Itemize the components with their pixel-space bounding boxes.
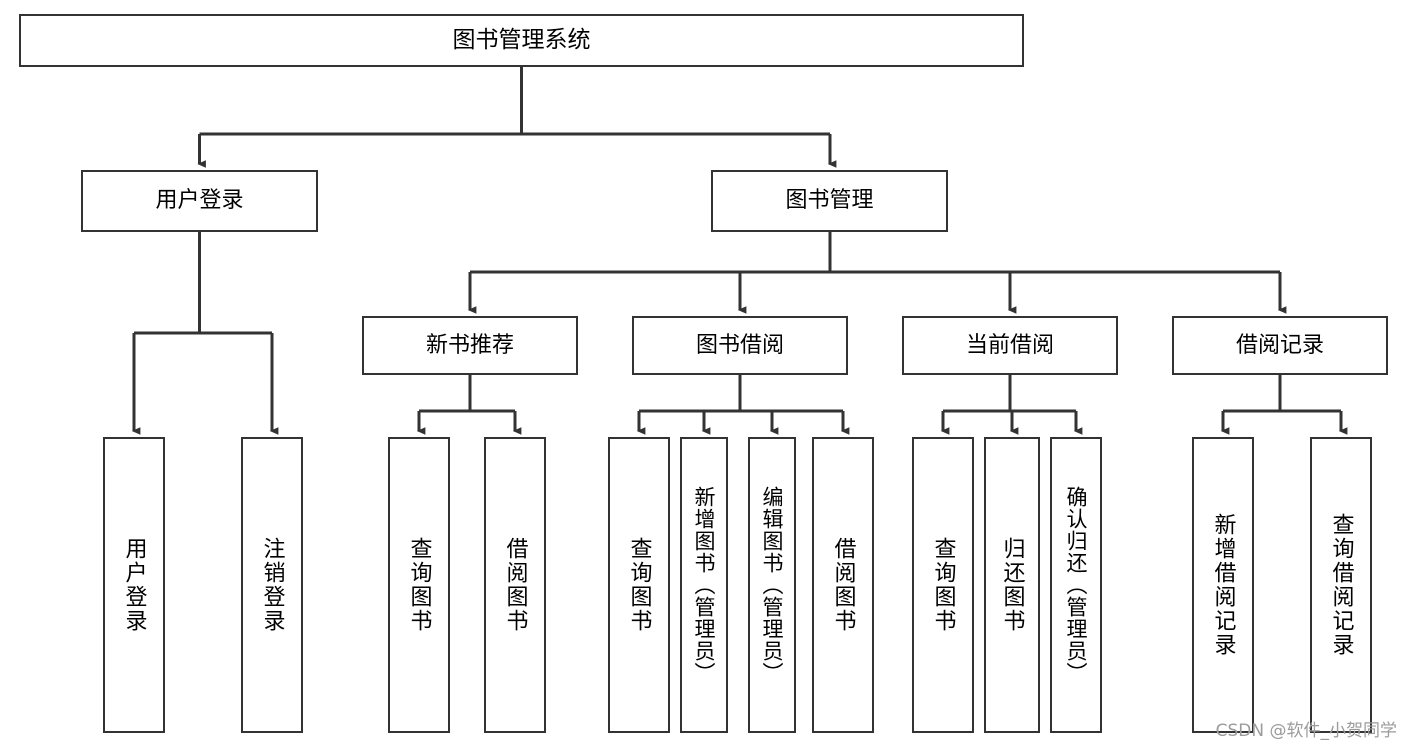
node-label: 查询图书 [626, 537, 652, 633]
node-label: 查询借阅记录 [1328, 513, 1354, 657]
node-label: 用户登录 [155, 188, 244, 214]
node-leaf-query-record[interactable]: 查询借阅记录 [1310, 437, 1372, 733]
node-label: 当前借阅 [965, 332, 1054, 358]
node-root[interactable]: 图书管理系统 [19, 14, 1024, 67]
node-current-borrow[interactable]: 当前借阅 [902, 316, 1118, 375]
node-label: 新书推荐 [425, 332, 514, 358]
node-label: 新增图书（管理员） [692, 486, 717, 684]
node-label: 图书管理 [785, 188, 874, 214]
node-leaf-borrow-book-2[interactable]: 借阅图书 [812, 437, 874, 733]
node-label: 归还图书 [999, 537, 1025, 633]
node-label: 新增借阅记录 [1210, 513, 1236, 657]
node-leaf-borrow-book-1[interactable]: 借阅图书 [484, 437, 546, 733]
node-label: 编辑图书（管理员） [760, 486, 785, 684]
node-leaf-edit-book[interactable]: 编辑图书（管理员） [748, 437, 796, 733]
node-leaf-add-record[interactable]: 新增借阅记录 [1192, 437, 1254, 733]
node-label: 借阅记录 [1235, 332, 1324, 358]
node-leaf-query-book-2[interactable]: 查询图书 [608, 437, 670, 733]
node-leaf-query-book-1[interactable]: 查询图书 [388, 437, 450, 733]
node-leaf-return-book[interactable]: 归还图书 [984, 437, 1040, 733]
node-leaf-user-logout[interactable]: 注销登录 [241, 437, 303, 733]
node-label: 借阅图书 [502, 537, 528, 633]
node-leaf-confirm-return[interactable]: 确认归还（管理员） [1050, 437, 1102, 733]
node-label: 用户登录 [121, 537, 147, 633]
node-new-book-rec[interactable]: 新书推荐 [362, 316, 578, 375]
node-book-manage[interactable]: 图书管理 [711, 170, 948, 232]
csdn-watermark: CSDN @软件_小贺同学 [1215, 721, 1397, 741]
node-borrow-record[interactable]: 借阅记录 [1172, 316, 1388, 375]
node-label: 图书管理系统 [452, 27, 591, 54]
node-label: 注销登录 [259, 537, 285, 633]
node-user-login[interactable]: 用户登录 [81, 170, 318, 232]
node-label: 图书借阅 [695, 332, 784, 358]
node-book-borrow[interactable]: 图书借阅 [632, 316, 848, 375]
node-label: 借阅图书 [830, 537, 856, 633]
node-label: 查询图书 [406, 537, 432, 633]
node-leaf-add-book[interactable]: 新增图书（管理员） [680, 437, 728, 733]
node-label: 确认归还（管理员） [1064, 486, 1089, 684]
node-label: 查询图书 [930, 537, 956, 633]
node-leaf-user-login[interactable]: 用户登录 [103, 437, 165, 733]
node-leaf-query-book-3[interactable]: 查询图书 [912, 437, 974, 733]
